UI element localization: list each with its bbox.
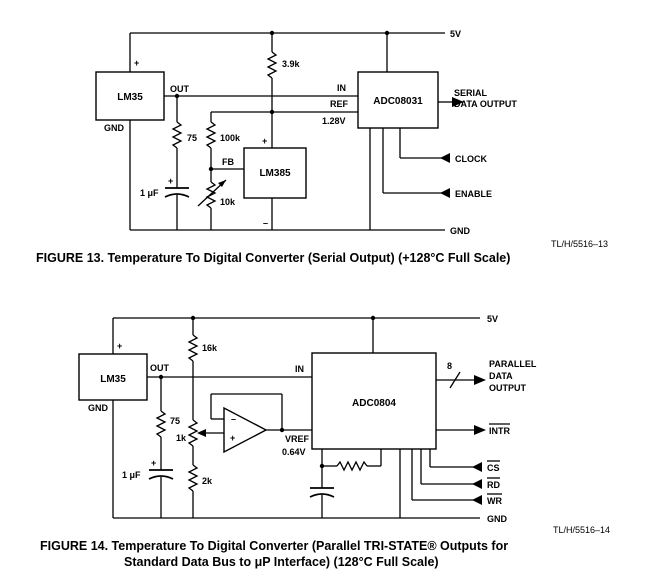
fig14-rd-label: RD	[487, 480, 500, 490]
fig14-vref-voltage: 0.64V	[282, 447, 306, 457]
figure-14-circuit: 5V GND LM35 + OUT GND IN 75 + 1 μF 16k 1…	[78, 314, 610, 535]
fig14-resistor-2k-label: 2k	[202, 476, 213, 486]
fig14-doc-ref: TL/H/5516–14	[553, 525, 610, 535]
fig13-in-label: IN	[337, 83, 346, 93]
fig13-resistor-75	[171, 121, 183, 149]
fig14-pot-1k-label: 1k	[176, 433, 187, 443]
fig14-bus-width-label: 8	[447, 361, 452, 371]
fig14-resistor-75-label: 75	[170, 416, 180, 426]
fig13-resistor-3.9k-label: 3.9k	[282, 59, 301, 69]
fig13-caption: FIGURE 13. Temperature To Digital Conver…	[36, 251, 510, 265]
fig13-lm35-gnd-label: GND	[104, 123, 125, 133]
fig14-supply-label: 5V	[487, 314, 498, 324]
fig13-cap-label: 1 μF	[140, 188, 159, 198]
fig13-lm35-plus: +	[134, 58, 139, 68]
fig14-adc-label: ADC0804	[352, 398, 396, 409]
fig14-lm35-gnd-label: GND	[88, 403, 109, 413]
fig14-parallel-label-3: OUTPUT	[489, 383, 527, 393]
fig14-wr-label: WR	[487, 496, 502, 506]
fig13-lm35	[95, 71, 165, 121]
fig13-resistor-100k-label: 100k	[220, 133, 241, 143]
fig14-in-label: IN	[295, 364, 304, 374]
fig14-opamp	[223, 406, 268, 454]
fig13-adc08031	[357, 71, 439, 129]
fig14-parallel-label-2: DATA	[489, 371, 513, 381]
fig13-lm35-out-label: OUT	[170, 84, 190, 94]
fig13-enable-label: ENABLE	[455, 189, 492, 199]
fig13-ground-label: GND	[450, 226, 471, 236]
fig14-lm35-label: LM35	[100, 374, 126, 385]
fig13-fb-label: FB	[222, 157, 234, 167]
fig13-serial-label-2: DATA OUTPUT	[454, 99, 517, 109]
fig13-pot-10k	[205, 181, 217, 209]
fig14-clock-resistor	[336, 460, 368, 472]
fig13-supply-label: 5V	[450, 29, 461, 39]
fig14-resistor-75	[155, 410, 167, 438]
fig13-lm35-label: LM35	[117, 92, 143, 103]
fig13-pot-10k-label: 10k	[220, 197, 236, 207]
fig14-parallel-label-1: PARALLEL	[489, 359, 537, 369]
fig14-lm35-out-label: OUT	[150, 363, 170, 373]
fig14-opamp-minus: –	[231, 414, 236, 424]
fig13-ref-label: REF	[330, 99, 349, 109]
fig14-cs-label: CS	[487, 463, 500, 473]
fig13-lm385-label: LM385	[259, 168, 291, 179]
fig14-cap-plus: +	[151, 458, 156, 468]
fig14-resistor-16k	[187, 334, 199, 362]
fig13-resistor-3.9k	[266, 51, 278, 79]
fig14-intr-label: INTR	[489, 426, 510, 436]
fig13-ref-voltage: 1.28V	[322, 116, 346, 126]
fig13-resistor-75-label: 75	[187, 133, 197, 143]
fig14-cap-label: 1 μF	[122, 470, 141, 480]
fig14-vref-label: VREF	[285, 434, 310, 444]
figure-13-circuit: 5V GND LM35 + OUT GND 75 + 1 μF 3.9k REF	[95, 29, 608, 249]
fig14-ground-label: GND	[487, 514, 508, 524]
fig13-adc-label: ADC08031	[373, 96, 423, 107]
fig14-caption-line-1: FIGURE 14. Temperature To Digital Conver…	[40, 539, 508, 553]
fig14-caption-line-2: Standard Data Bus to μP Interface) (128°…	[124, 555, 439, 569]
fig13-lm385	[243, 147, 307, 199]
fig14-opamp-plus: +	[230, 433, 235, 443]
fig13-lm385-plus: +	[262, 136, 267, 146]
fig13-serial-label-1: SERIAL	[454, 88, 488, 98]
fig13-cap-plus: +	[168, 176, 173, 186]
fig13-clock-label: CLOCK	[455, 154, 487, 164]
fig14-resistor-2k	[187, 464, 199, 492]
fig14-resistor-16k-label: 16k	[202, 343, 218, 353]
fig13-lm385-minus: –	[263, 218, 268, 228]
fig14-lm35-plus: +	[117, 341, 122, 351]
fig14-pot-1k	[187, 419, 199, 447]
fig13-doc-ref: TL/H/5516–13	[551, 239, 608, 249]
fig13-resistor-100k	[205, 121, 217, 149]
fig14-adc0804	[311, 352, 437, 450]
